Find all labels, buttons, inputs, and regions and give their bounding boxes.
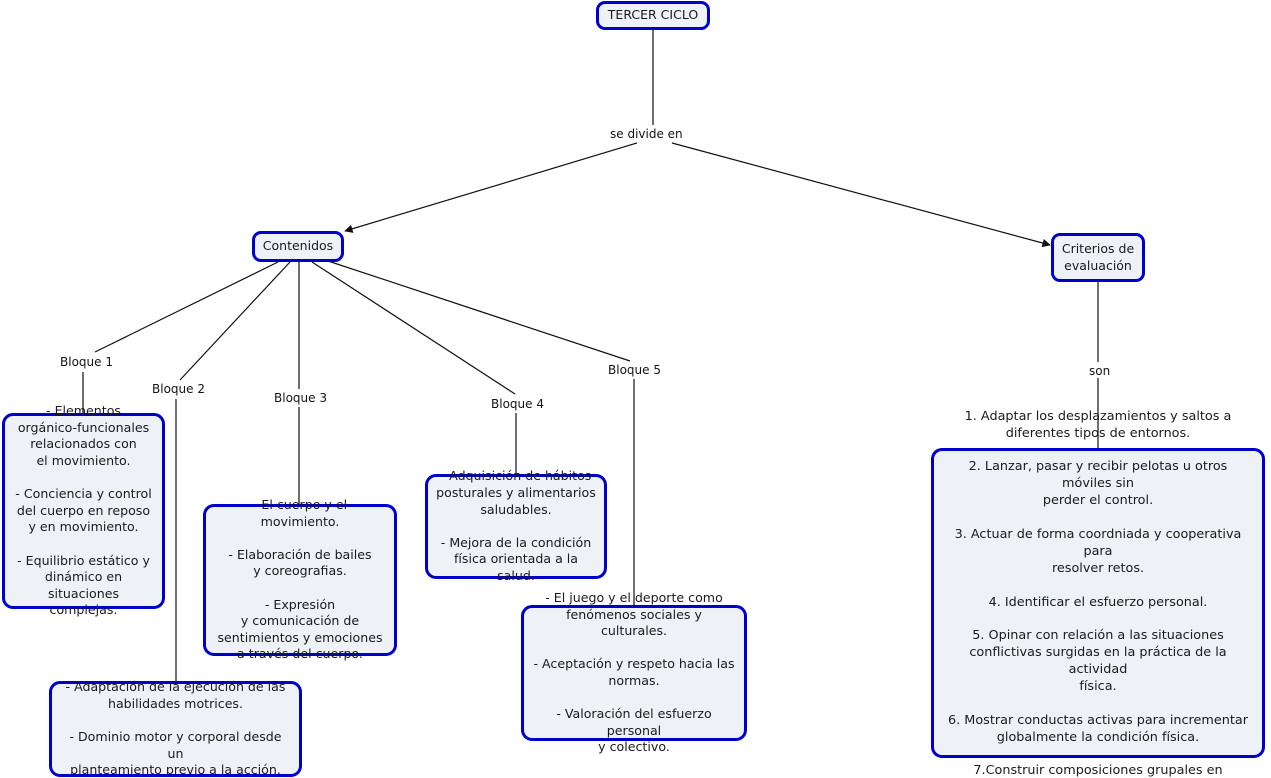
link-label-bloque-5: Bloque 5 <box>606 363 663 378</box>
node-bloque-2-content[interactable]: - Adaptación de la ejecución de las habi… <box>49 679 302 778</box>
link-label-son-text: son <box>1089 364 1111 378</box>
node-bloque-4-content[interactable]: - Adquisición de hábitos posturales y al… <box>425 468 607 583</box>
node-criterios-content-label: 1. Adaptar los desplazamientos y saltos … <box>948 408 1248 778</box>
node-contenidos[interactable]: Contenidos <box>252 231 344 262</box>
node-bloque-1-content-label: - Elementos orgánico-funcionales relacio… <box>15 403 152 618</box>
link-label-bloque-2-text: Bloque 2 <box>152 382 205 396</box>
link-label-son: son <box>1087 364 1113 379</box>
link-label-se-divide-en-text: se divide en <box>610 127 683 141</box>
node-criterios-content[interactable]: 1. Adaptar los desplazamientos y saltos … <box>931 409 1265 778</box>
node-bloque-4-content-label: - Adquisición de hábitos posturales y al… <box>436 468 596 584</box>
node-bloque-3-content[interactable]: - El cuerpo y el movimiento. - Elaboraci… <box>203 497 397 661</box>
node-tercer-ciclo-label: TERCER CICLO <box>607 7 699 23</box>
node-bloque-2-content-label: - Adaptación de la ejecución de las habi… <box>65 679 286 778</box>
node-criterios-evaluacion-label: Criterios de evaluación <box>1061 241 1135 273</box>
edge-contenidos-to-bloque5 <box>324 259 631 362</box>
edge-divide-to-contenidos <box>344 142 638 233</box>
link-label-bloque-4-text: Bloque 4 <box>491 397 544 411</box>
node-criterios-evaluacion[interactable]: Criterios de evaluación <box>1051 233 1145 282</box>
link-label-bloque-4: Bloque 4 <box>489 397 546 412</box>
node-contenidos-label: Contenidos <box>262 238 334 254</box>
link-label-se-divide-en: se divide en <box>608 127 685 142</box>
link-label-bloque-5-text: Bloque 5 <box>608 363 661 377</box>
edge-contenidos-to-bloque1 <box>94 261 279 353</box>
edge-contenidos-to-bloque2 <box>179 261 291 381</box>
node-bloque-5-content-label: - El juego y el deporte como fenómenos s… <box>533 589 735 755</box>
node-bloque-1-content[interactable]: - Elementos orgánico-funcionales relacio… <box>2 403 165 617</box>
link-label-bloque-3-text: Bloque 3 <box>274 391 327 405</box>
link-label-bloque-2: Bloque 2 <box>150 382 207 397</box>
edge-contenidos-to-bloque4 <box>311 261 516 395</box>
link-label-bloque-1: Bloque 1 <box>58 355 115 370</box>
link-label-bloque-1-text: Bloque 1 <box>60 355 113 369</box>
node-bloque-3-content-label: - El cuerpo y el movimiento. - Elaboraci… <box>217 496 383 662</box>
node-tercer-ciclo[interactable]: TERCER CICLO <box>596 1 710 30</box>
edge-divide-to-criterios <box>671 142 1051 248</box>
node-bloque-5-content[interactable]: - El juego y el deporte como fenómenos s… <box>521 590 747 754</box>
link-label-bloque-3: Bloque 3 <box>272 391 329 406</box>
